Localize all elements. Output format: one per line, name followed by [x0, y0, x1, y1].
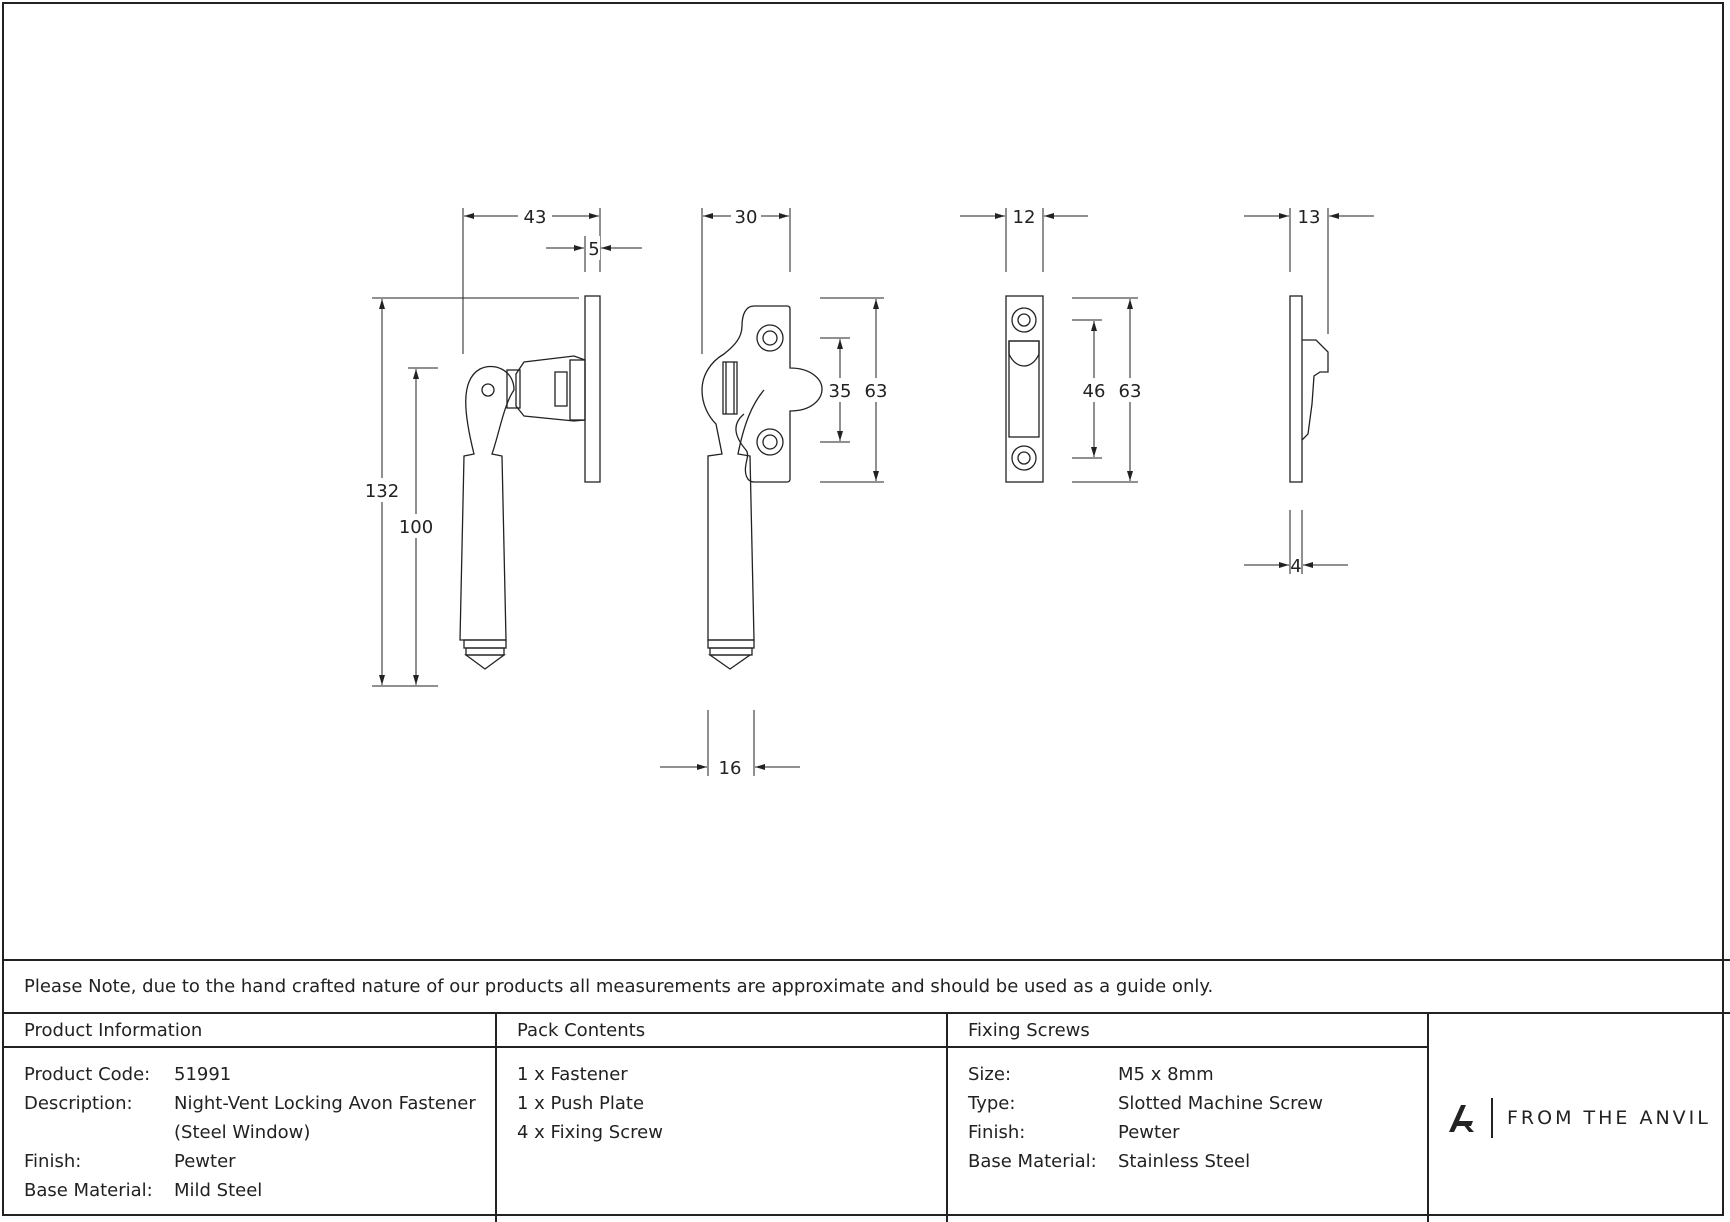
brand-name: FROM THE ANVIL [1507, 1107, 1711, 1129]
info-row: Base Material:Stainless Steel [968, 1151, 1251, 1172]
list-item: 4 x Fixing Screw [517, 1122, 663, 1143]
dim-label-13: 13 [1298, 207, 1321, 228]
dim-label-16: 16 [719, 758, 742, 779]
fixing-screws-rows: Size:M5 x 8mm Type:Slotted Machine Screw… [948, 1048, 1427, 1176]
brand-section: FROM THE ANVIL [1429, 1014, 1726, 1222]
note-text: Please Note, due to the hand crafted nat… [24, 976, 1214, 997]
pack-contents-list: 1 x Fastener 1 x Push Plate 4 x Fixing S… [497, 1048, 946, 1147]
dim-label-43: 43 [524, 207, 547, 228]
push-plate-view [1005, 295, 1044, 483]
dim-label-63-plate: 63 [1119, 381, 1142, 402]
logo-separator [1491, 1098, 1493, 1138]
product-information-heading: Product Information [4, 1014, 495, 1048]
anvil-a-logo-icon [1449, 1105, 1474, 1132]
dim-label-30: 30 [735, 207, 758, 228]
info-row: (Steel Window) [174, 1122, 311, 1143]
dim-label-12: 12 [1013, 207, 1036, 228]
product-information-rows: Product Code:51991 Description:Night-Ven… [4, 1048, 495, 1205]
fixing-screws-section: Fixing Screws Size:M5 x 8mm Type:Slotted… [948, 1014, 1429, 1222]
measurement-note: Please Note, due to the hand crafted nat… [4, 959, 1730, 1012]
dim-label-5: 5 [588, 239, 599, 260]
dim-label-63-fastener: 63 [865, 381, 888, 402]
fixing-screws-heading: Fixing Screws [948, 1014, 1427, 1048]
list-item: 1 x Push Plate [517, 1093, 645, 1114]
pack-contents-heading: Pack Contents [497, 1014, 946, 1048]
info-row: Size:M5 x 8mm [968, 1064, 1214, 1085]
drawing-svg: 43 5 132 100 30 35 63 16 12 46 63 13 4 [364, 204, 1374, 779]
info-row: Product Code:51991 [24, 1064, 232, 1085]
info-row: Description:Night-Vent Locking Avon Fast… [24, 1093, 476, 1114]
technical-drawing: 43 5 132 100 30 35 63 16 12 46 63 13 4 [4, 4, 1730, 959]
front-view-fastener [701, 305, 823, 670]
info-row: Base Material:Mild Steel [24, 1180, 263, 1201]
info-row: Finish:Pewter [24, 1151, 236, 1172]
info-row: Finish:Pewter [968, 1122, 1180, 1143]
dim-label-35: 35 [829, 381, 852, 402]
list-item: 1 x Fastener [517, 1064, 628, 1085]
push-plate-side-view [1289, 295, 1329, 483]
pack-contents-section: Pack Contents 1 x Fastener 1 x Push Plat… [497, 1014, 948, 1222]
brand-logo: FROM THE ANVIL [1447, 1098, 1711, 1138]
product-information-section: Product Information Product Code:51991 D… [4, 1014, 497, 1222]
info-row: Type:Slotted Machine Screw [968, 1093, 1323, 1114]
info-table: Product Information Product Code:51991 D… [4, 1012, 1730, 1222]
dim-label-4: 4 [1290, 556, 1301, 577]
side-view-fastener [459, 295, 601, 670]
dim-label-46: 46 [1083, 381, 1106, 402]
dim-label-100: 100 [399, 517, 433, 538]
dim-label-132: 132 [365, 481, 399, 502]
